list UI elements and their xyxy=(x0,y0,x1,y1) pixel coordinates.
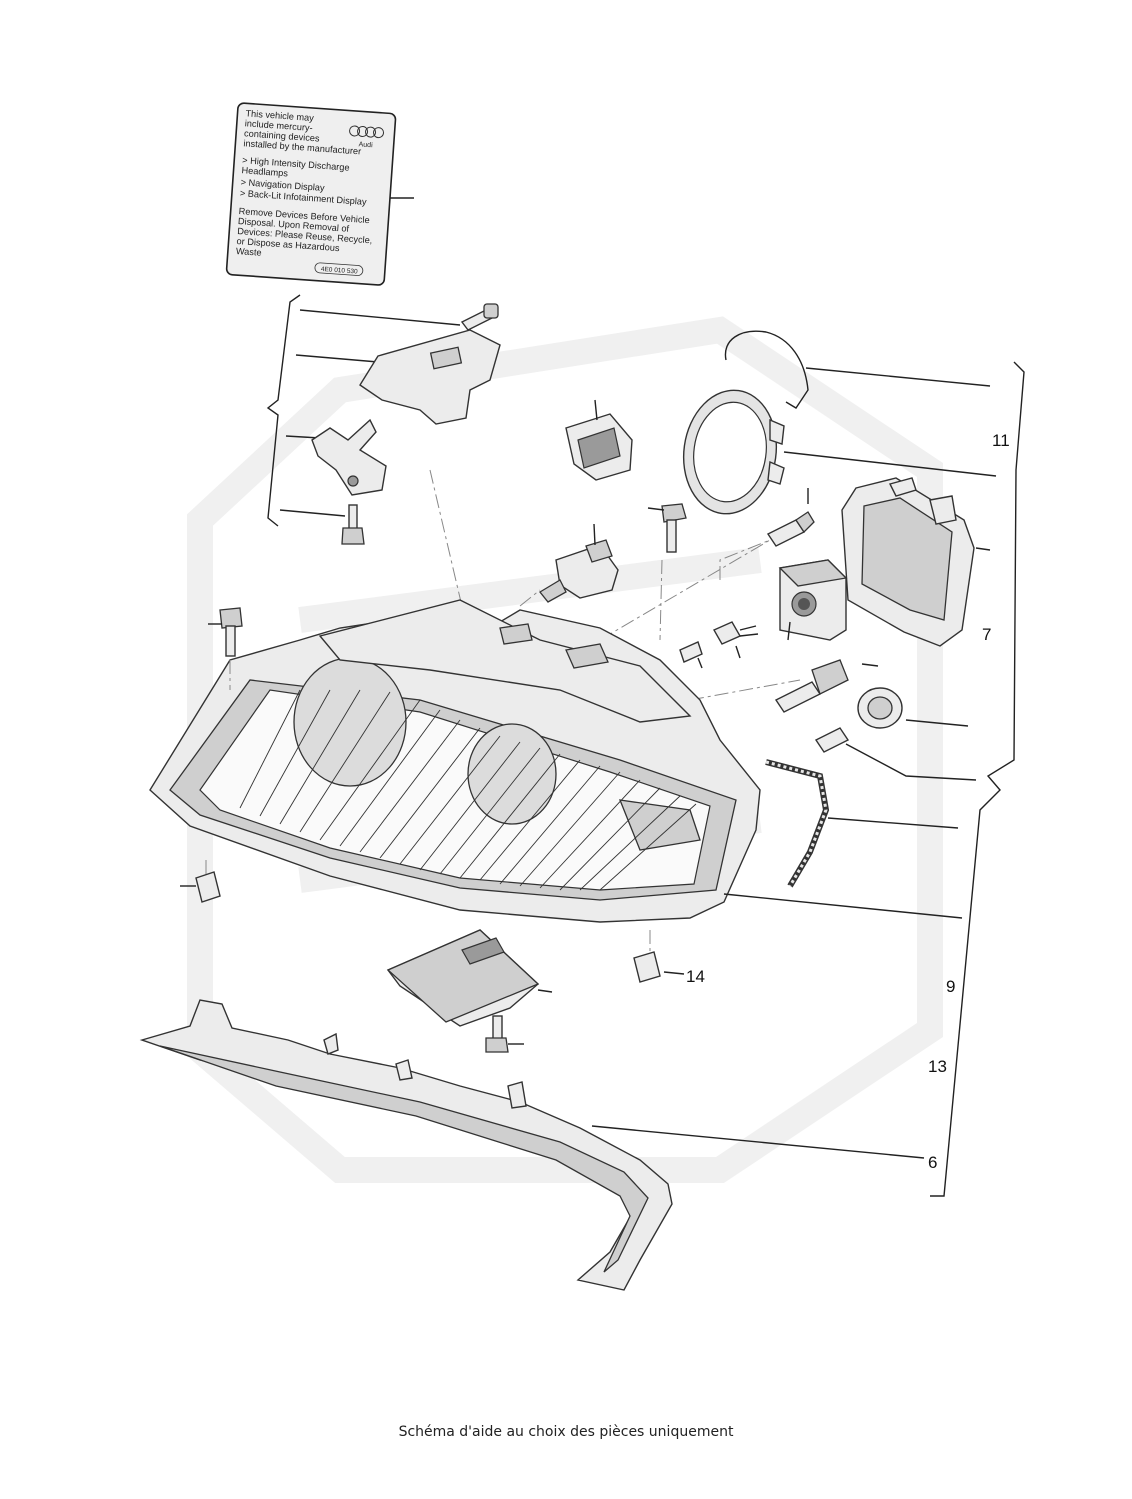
retaining-clip[interactable] xyxy=(724,330,809,409)
leader-bulb-cap xyxy=(905,719,969,727)
label-line-6: Headlamps xyxy=(241,165,288,178)
lens-hatching xyxy=(239,689,697,891)
label-line-1: This vehicle may xyxy=(245,108,314,123)
bulb-small-2[interactable] xyxy=(713,621,759,659)
assembly-line-6 xyxy=(719,539,771,580)
screw-top[interactable] xyxy=(460,303,499,331)
assembly-line-4 xyxy=(659,559,663,641)
rear-cover[interactable] xyxy=(841,477,975,647)
headlamp-housing[interactable] xyxy=(149,599,761,923)
side-marker-bulb[interactable] xyxy=(814,727,850,753)
bracket-right xyxy=(930,361,1025,1197)
diagram-caption: Schéma d'aide au choix des pièces unique… xyxy=(398,1424,734,1440)
leader-screw-low xyxy=(279,509,346,517)
leader-cover-plate xyxy=(295,354,379,363)
leader-screw-top xyxy=(299,309,461,326)
seal-ring[interactable] xyxy=(676,384,785,520)
igniter-module[interactable] xyxy=(778,559,848,641)
label-brand: Audi xyxy=(358,141,373,149)
clip-nut-left[interactable] xyxy=(180,871,221,903)
mercury-warning-label[interactable]: Audi This vehicle may include mercury- c… xyxy=(225,102,397,286)
screw-bracket[interactable] xyxy=(341,504,365,545)
clip-nut-14[interactable] xyxy=(633,951,661,983)
cover-plate[interactable] xyxy=(359,329,501,425)
leader-clip xyxy=(805,367,991,387)
electrical-connector[interactable] xyxy=(565,399,633,481)
screw-center[interactable] xyxy=(647,503,687,553)
ballast-control-unit[interactable] xyxy=(386,929,553,1027)
bulb-cap[interactable] xyxy=(857,687,903,729)
callout-14[interactable]: 14 xyxy=(686,967,705,986)
assembly-line-2 xyxy=(519,589,541,607)
bulb-h7[interactable] xyxy=(766,488,815,547)
label-part-code: 4E0 010 530 xyxy=(321,266,359,276)
gasket-strip[interactable] xyxy=(765,759,830,888)
label-line-2: include mercury- xyxy=(244,118,312,133)
callout-11[interactable]: 11 xyxy=(992,431,1010,450)
leader-seal-ring xyxy=(783,451,997,477)
assembly-line-3 xyxy=(599,539,771,641)
callout-7[interactable]: 7 xyxy=(982,625,991,644)
leader-rear-cover xyxy=(975,547,991,551)
label-line-13: Waste xyxy=(236,246,262,258)
bulb-small-1[interactable] xyxy=(679,641,703,669)
callout-9[interactable]: 9 xyxy=(946,977,955,996)
trim-strip[interactable] xyxy=(139,999,673,1291)
leader-side-bulb xyxy=(845,743,977,781)
bracket-left xyxy=(266,294,301,527)
audi-rings-icon xyxy=(349,125,385,139)
screw-ballast[interactable] xyxy=(485,1015,524,1053)
mount-bracket[interactable] xyxy=(311,418,387,496)
leader-14 xyxy=(663,971,685,975)
callout-13[interactable]: 13 xyxy=(928,1057,947,1076)
assembly-line-5 xyxy=(689,679,801,701)
screw-left[interactable] xyxy=(208,607,243,657)
callout-6[interactable]: 6 xyxy=(928,1153,937,1172)
leader-gasket xyxy=(827,817,959,829)
leader-housing xyxy=(723,893,963,919)
leader-trim-strip xyxy=(591,1125,925,1159)
range-control-motor[interactable] xyxy=(539,523,619,603)
xenon-bulb[interactable] xyxy=(774,659,879,713)
